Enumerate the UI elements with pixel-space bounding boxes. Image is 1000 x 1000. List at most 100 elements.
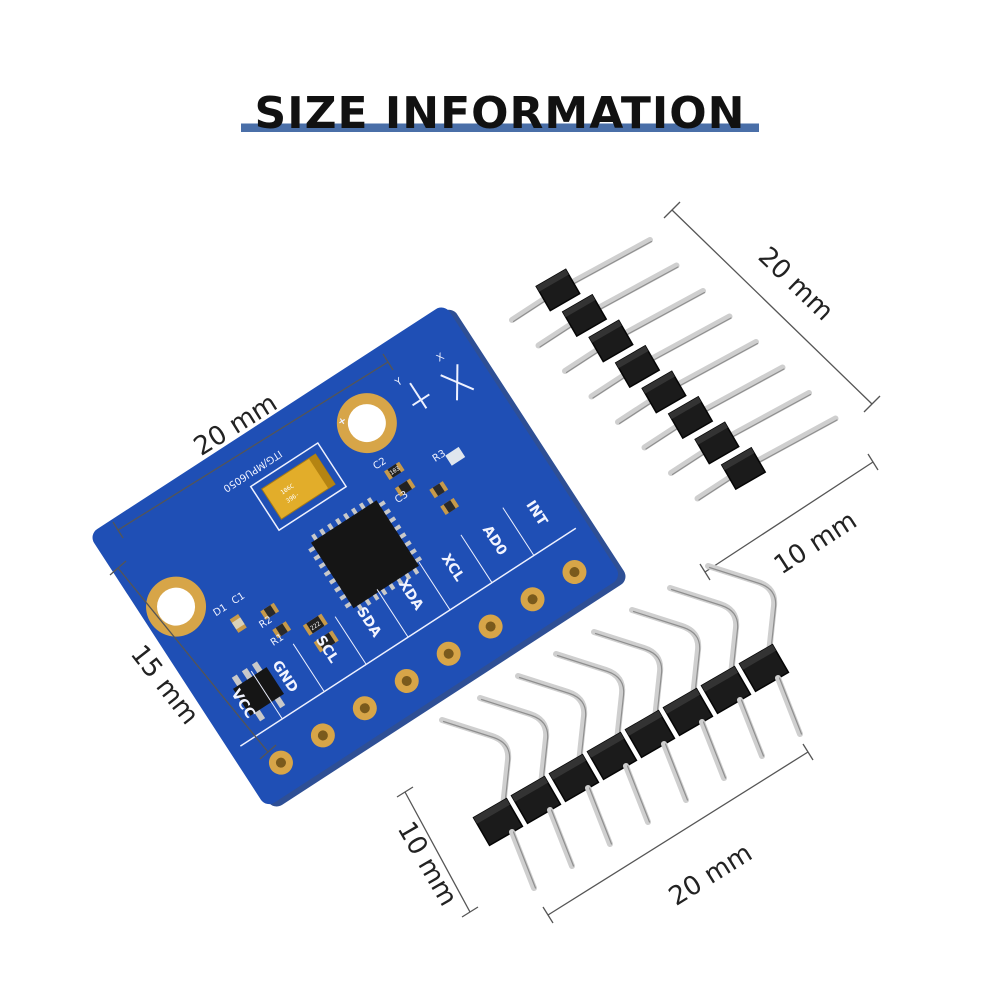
straight-header-block xyxy=(588,319,634,363)
angled-pin-bent-shade xyxy=(442,720,511,819)
angled-pin-bent xyxy=(515,673,588,775)
dim-angled-height-label: 10 mm xyxy=(391,817,463,912)
dim-straight-length: 20 mm xyxy=(663,201,881,413)
pin-pad-hole xyxy=(359,703,370,714)
angled-header-housing xyxy=(472,643,790,847)
chip-pin xyxy=(335,517,342,526)
straight-header-block-top xyxy=(562,294,596,318)
chip-pin xyxy=(344,601,352,609)
angled-pin-bent xyxy=(439,717,512,819)
angled-pin-short xyxy=(775,675,803,737)
pin-separator xyxy=(418,561,451,611)
angled-pin-bent xyxy=(591,629,664,731)
chip-pin xyxy=(350,507,358,515)
straight-header-block xyxy=(614,344,661,389)
axis-marks xyxy=(409,364,475,409)
angled-pin-short xyxy=(737,697,765,759)
straight-header-block xyxy=(641,370,687,414)
page-title: SIZE INFORMATION xyxy=(240,88,760,139)
right-angle-pin-header xyxy=(439,563,803,891)
chip-pin xyxy=(313,554,321,561)
dim-straight-length-label: 20 mm xyxy=(752,241,839,326)
chip-pin xyxy=(364,598,372,606)
angled-header-block-top xyxy=(473,798,510,824)
angled-header-bent-pins xyxy=(439,563,778,819)
angled-pin-short-shade xyxy=(588,787,613,845)
angled-pin-short xyxy=(699,719,727,781)
chip-pin xyxy=(394,524,402,531)
angled-pin-short-shade xyxy=(740,699,765,757)
angled-pin-short-shade xyxy=(512,831,537,889)
chip-pin xyxy=(327,523,334,531)
straight-header-block-top xyxy=(615,345,649,369)
pin-pad-hole xyxy=(485,621,496,632)
angled-header-short-pins xyxy=(509,675,803,891)
chip-pin xyxy=(308,546,316,553)
voltage-regulator xyxy=(231,661,286,722)
chip-pin xyxy=(311,533,318,541)
chip-pins xyxy=(308,497,423,612)
angled-header-block-top xyxy=(663,688,700,714)
chip-pin xyxy=(412,567,420,575)
angled-pin-bent-shade xyxy=(708,566,777,665)
chip-pin xyxy=(343,512,350,520)
pin-pad-hole xyxy=(569,567,580,578)
chip-pin xyxy=(396,577,404,586)
straight-pin-header xyxy=(509,237,839,502)
chip-pin xyxy=(380,588,388,596)
pin-separator xyxy=(376,589,409,638)
pin-pad-hole xyxy=(317,730,328,741)
mpu6050-board: ITG/MPU6050 + 106C 396- xyxy=(92,307,626,807)
straight-header-block xyxy=(667,395,714,440)
straight-header-block xyxy=(720,446,767,491)
straight-header-block xyxy=(535,268,581,312)
angled-pin-bent xyxy=(629,607,702,709)
straight-header-block-top xyxy=(695,422,728,445)
chip-pin xyxy=(323,570,331,577)
mpu6050-chip xyxy=(308,497,423,612)
chip-pin xyxy=(378,500,386,508)
dim-angled-length-label: 20 mm xyxy=(664,838,758,912)
straight-header-block-top xyxy=(536,269,569,292)
angled-pin-bent-shade xyxy=(518,676,587,775)
angled-header-block-top xyxy=(625,710,662,736)
angled-header-block-top xyxy=(511,776,548,802)
chip-pin xyxy=(328,578,337,585)
chip-pin xyxy=(383,508,392,515)
angled-pin-bent xyxy=(667,585,740,687)
chip-pin xyxy=(366,497,374,505)
chip-pin xyxy=(404,572,412,581)
chip-pin xyxy=(399,532,407,539)
dim-straight-height-label: 10 mm xyxy=(769,506,863,581)
pin-pad-hole xyxy=(401,675,412,686)
angled-pin-short-shade xyxy=(778,677,803,735)
straight-pin-top-shade xyxy=(691,368,785,420)
chip-pin xyxy=(388,516,397,523)
chip-pin xyxy=(334,585,342,593)
pin-pad-hole xyxy=(527,594,538,605)
angled-pin-bent-shade xyxy=(556,654,625,753)
pin-separator xyxy=(250,670,283,720)
angled-header-block-top xyxy=(549,754,586,780)
chip-pin xyxy=(318,562,326,569)
pin-separator xyxy=(502,507,535,556)
chip-pin xyxy=(404,540,412,547)
angled-pin-short xyxy=(661,741,689,803)
resistor-marking-2: 103 xyxy=(388,465,401,477)
straight-header-block xyxy=(561,293,608,338)
chip-pin xyxy=(372,593,380,601)
straight-pin-top-shade xyxy=(744,419,838,471)
angled-pin-short-shade xyxy=(702,721,727,779)
angled-header-block-top xyxy=(739,644,776,670)
pin-separator xyxy=(334,616,367,665)
straight-header-block-top xyxy=(668,396,702,420)
angled-pin-bent-shade xyxy=(594,632,663,731)
straight-pin-top-shade xyxy=(585,266,679,318)
angled-pin-short xyxy=(623,763,651,825)
straight-header-block-top xyxy=(721,447,755,471)
tantalum-capacitor: 106C 396- xyxy=(261,453,336,520)
straight-header-block-top xyxy=(642,371,675,394)
pin-pad-hole xyxy=(275,757,286,768)
chip-pin xyxy=(414,556,423,563)
angled-pin-bent xyxy=(553,651,626,753)
